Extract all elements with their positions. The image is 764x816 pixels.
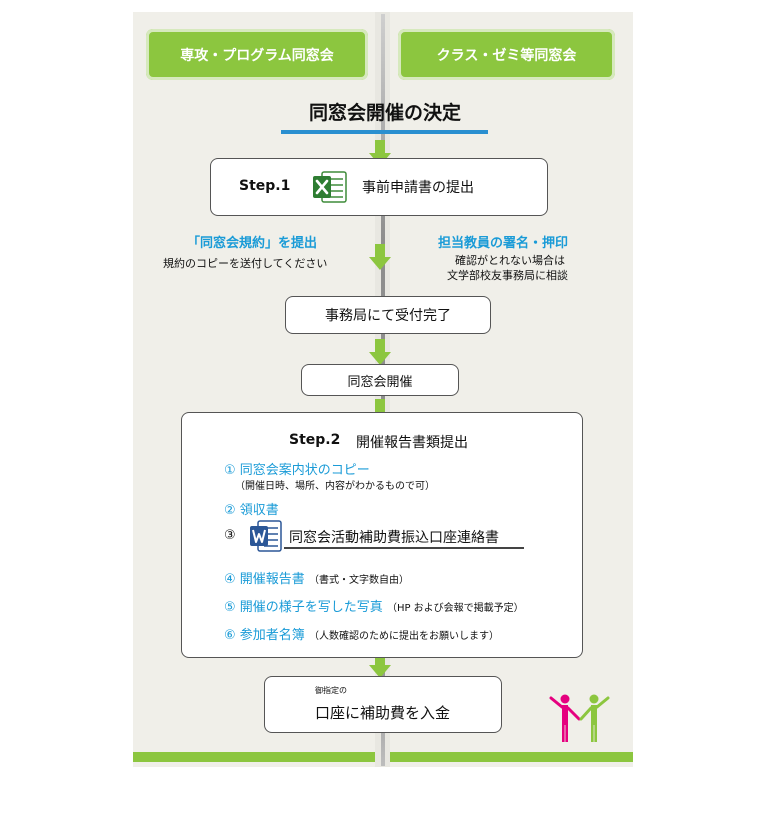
step2-text: 開催報告書類提出 — [356, 435, 468, 451]
item-text: 同窓会活動補助費振込口座連絡書 — [289, 530, 499, 546]
down-arrow-icon — [369, 244, 391, 270]
tab-label: 専攻・プログラム同窓会 — [180, 47, 334, 64]
item-text: 領収書 — [239, 503, 279, 518]
item-number: ① — [224, 463, 236, 478]
item-number: ② — [224, 503, 236, 518]
bottom-bar-left — [133, 752, 375, 762]
faculty-signature-note-1: 確認がとれない場合は — [455, 254, 565, 267]
word-icon — [250, 520, 282, 552]
step1-label: Step.1 — [239, 178, 291, 194]
final-box: 御指定の 口座に補助費を入金 — [264, 676, 502, 733]
item-text: 同窓会案内状のコピー — [239, 463, 370, 478]
item-number: ④ — [224, 572, 236, 587]
item-text: 参加者名簿 — [239, 628, 305, 643]
reception-box: 事務局にて受付完了 — [285, 296, 491, 334]
faculty-signature-note-2: 文学部校友事務局に相談 — [447, 269, 568, 282]
down-arrow-icon — [369, 339, 391, 365]
tab-class-seminar-alumni: クラス・ゼミ等同窓会 — [398, 29, 615, 80]
item-note: （HP および会報で掲載予定） — [386, 603, 524, 614]
excel-icon — [313, 171, 347, 203]
item-number: ⑤ — [224, 600, 236, 615]
item-note: （開催日時、場所、内容がわかるもので可） — [235, 481, 435, 492]
bylaws-heading: 「同窓会規約」を提出 — [187, 236, 318, 251]
reception-text: 事務局にて受付完了 — [325, 308, 451, 324]
item-underline — [284, 547, 524, 549]
step2-label: Step.2 — [289, 432, 341, 448]
meeting-text: 同窓会開催 — [347, 374, 413, 390]
document-item: ④ 開催報告書 （書式・文字数自由） — [224, 568, 409, 587]
bylaws-note: 規約のコピーを送付してください — [163, 257, 328, 270]
document-item: ⑥ 参加者名簿 （人数確認のために提出をお願いします） — [224, 624, 499, 643]
item-number: ⑥ — [224, 628, 236, 643]
tab-major-program-alumni: 専攻・プログラム同窓会 — [146, 29, 368, 80]
document-item: ① 同窓会案内状のコピー — [224, 459, 370, 478]
item-text: 開催の様子を写した写真 — [239, 600, 383, 615]
bottom-bar-right — [390, 752, 633, 762]
meeting-box: 同窓会開催 — [301, 364, 459, 396]
title-underline — [281, 130, 488, 134]
faculty-signature-heading: 担当教員の署名・押印 — [438, 236, 569, 251]
final-small-text: 御指定の — [315, 686, 347, 695]
flow-title: 同窓会開催の決定 — [308, 102, 461, 124]
step1-box: Step.1 事前申請書の提出 — [210, 158, 548, 216]
item-note: （書式・文字数自由） — [308, 575, 409, 586]
item-note: （人数確認のために提出をお願いします） — [308, 631, 499, 642]
item-number: ③ — [224, 528, 236, 543]
document-item: ② 領収書 — [224, 499, 279, 518]
down-arrow-icon — [369, 652, 391, 678]
tab-label: クラス・ゼミ等同窓会 — [436, 47, 577, 64]
document-item: ⑤ 開催の様子を写した写真 （HP および会報で掲載予定） — [224, 596, 524, 615]
step1-text: 事前申請書の提出 — [362, 180, 474, 196]
step2-box — [181, 412, 583, 658]
item-text: 開催報告書 — [239, 572, 305, 587]
people-illustration-icon — [549, 694, 610, 742]
document-item: ③ — [224, 528, 236, 543]
final-text: 口座に補助費を入金 — [315, 704, 451, 722]
